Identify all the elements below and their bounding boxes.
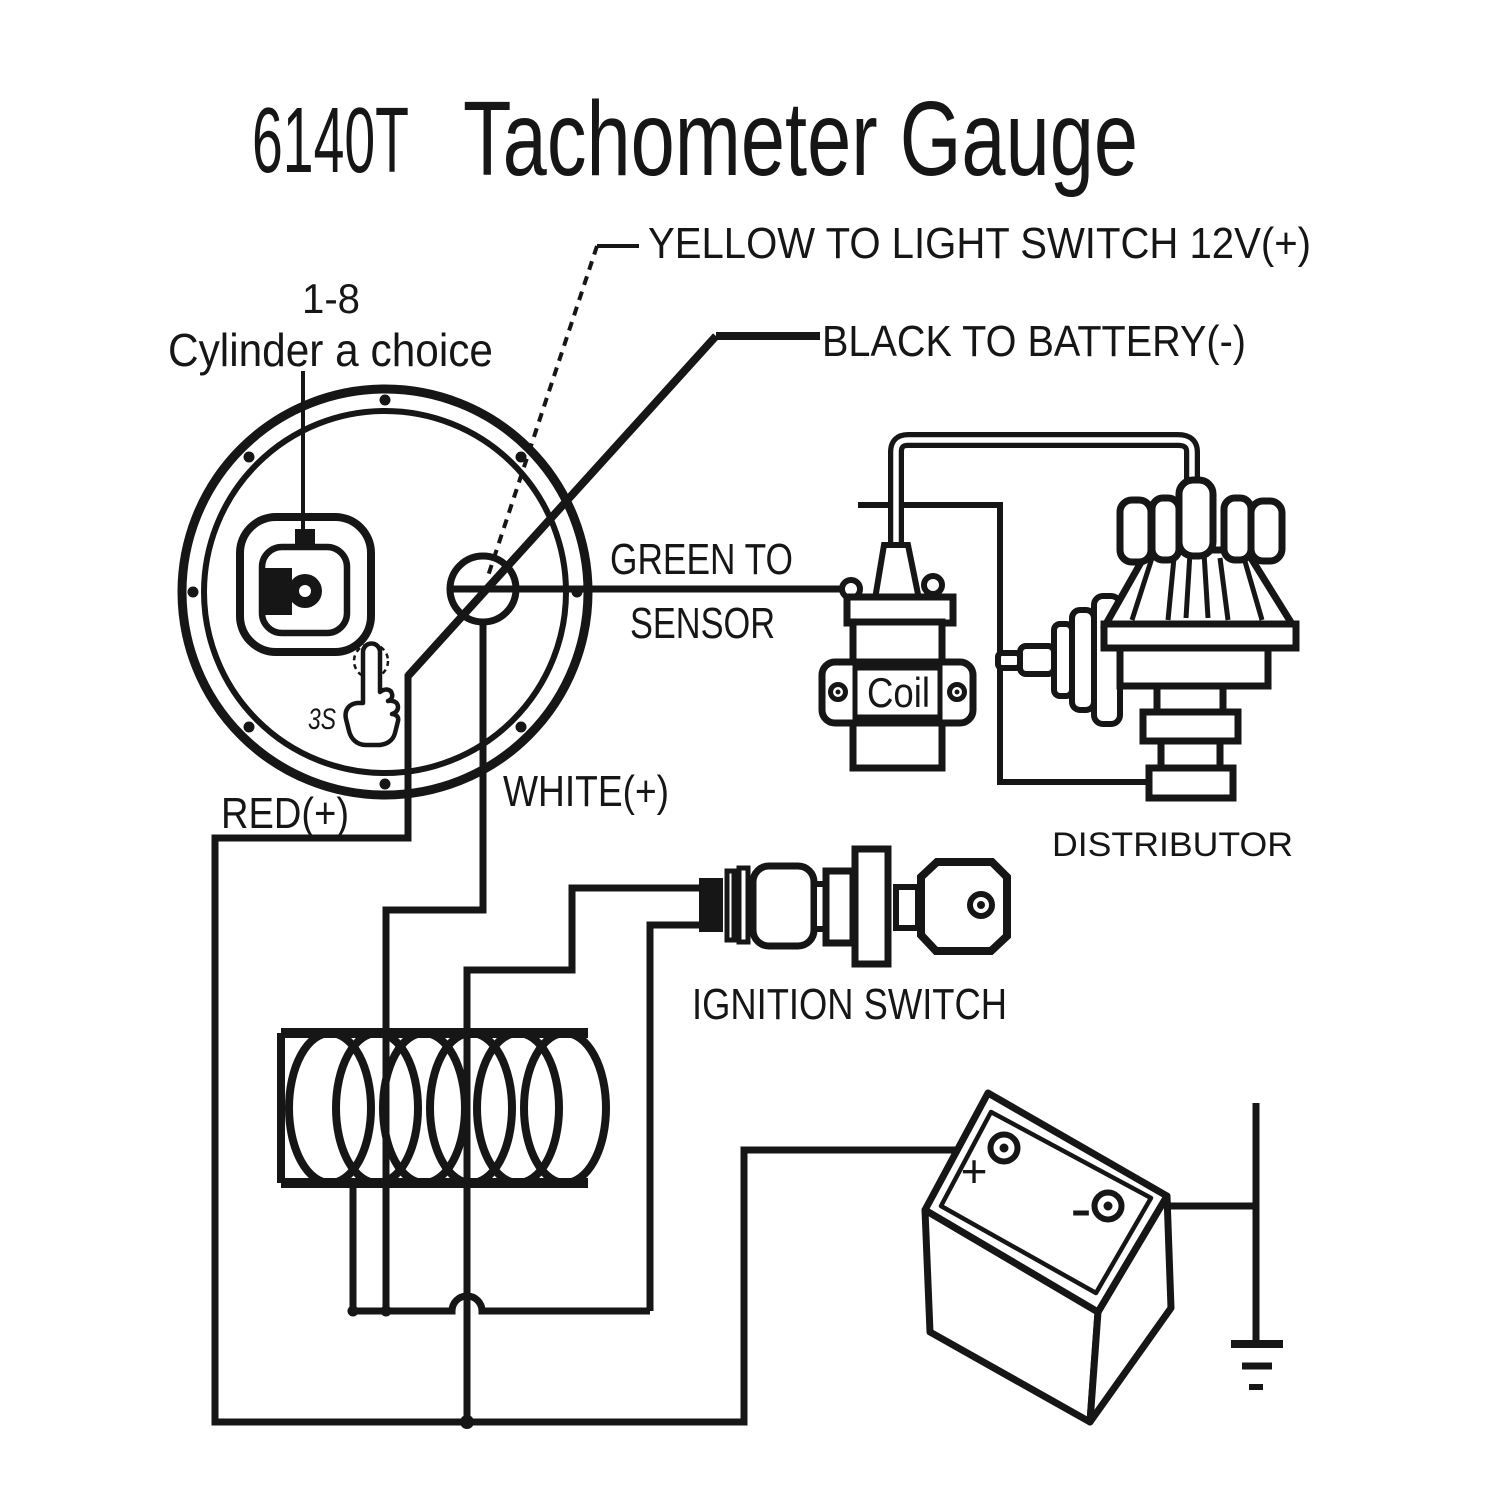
battery	[921, 1089, 1175, 1426]
ignition-switch	[699, 845, 1011, 968]
diagram-title-name: Tachometer Gauge	[463, 80, 1138, 198]
key-icon	[917, 858, 1011, 955]
coil-terminal-right	[921, 573, 945, 597]
label-cylinder-choice: Cylinder a choice	[168, 324, 493, 376]
distributor-body	[1116, 644, 1272, 690]
press-hand-icon	[343, 641, 401, 748]
distributor	[995, 476, 1300, 802]
label-white-wire: WHITE(+)	[503, 767, 669, 816]
ignition-coil	[818, 542, 977, 772]
ignition-to-winding-wire	[347, 921, 700, 1317]
cap-ribs	[1129, 552, 1265, 621]
label-distributor: DISTRIBUTOR	[1052, 826, 1293, 864]
points-wire	[858, 502, 1150, 785]
tachometer-gauge	[177, 384, 593, 800]
switch-barrel	[749, 862, 818, 950]
label-cylinder-range: 1-8	[302, 275, 360, 322]
vacuum-advance	[995, 593, 1123, 727]
connector-block	[699, 878, 723, 932]
alternator-winding	[277, 1028, 610, 1188]
label-green-wire-2: SENSOR	[630, 599, 775, 648]
label-coil: Coil	[867, 669, 930, 716]
ground-icon	[1231, 1103, 1283, 1390]
coil-tower	[871, 542, 923, 602]
label-press-3s: 3S	[308, 703, 336, 736]
yellow-leader-line	[486, 244, 639, 577]
battery-minus-label: -	[1070, 1172, 1091, 1244]
gauge-display	[236, 513, 375, 656]
display-terminal	[295, 529, 315, 547]
lock-cylinder	[851, 845, 892, 968]
black-leader-line	[405, 332, 820, 679]
distributor-shaft	[1139, 682, 1242, 802]
label-yellow-wire: YELLOW TO LIGHT SWITCH 12V(+)	[648, 219, 1311, 268]
cap-towers	[1116, 476, 1286, 566]
label-red-wire: RED(+)	[221, 789, 349, 838]
ht-lead-wire	[888, 432, 1200, 552]
battery-plus-label: +	[961, 1145, 988, 1197]
cap-flange	[1100, 620, 1300, 652]
bezel-screws	[187, 394, 583, 790]
diagram-title-model: 6140T	[252, 88, 409, 192]
label-black-wire: BLACK TO BATTERY(-)	[822, 317, 1246, 366]
label-green-wire-1: GREEN TO	[610, 535, 793, 584]
label-ignition-switch: IGNITION SWITCH	[692, 980, 1007, 1029]
sensor-terminal	[446, 552, 520, 626]
